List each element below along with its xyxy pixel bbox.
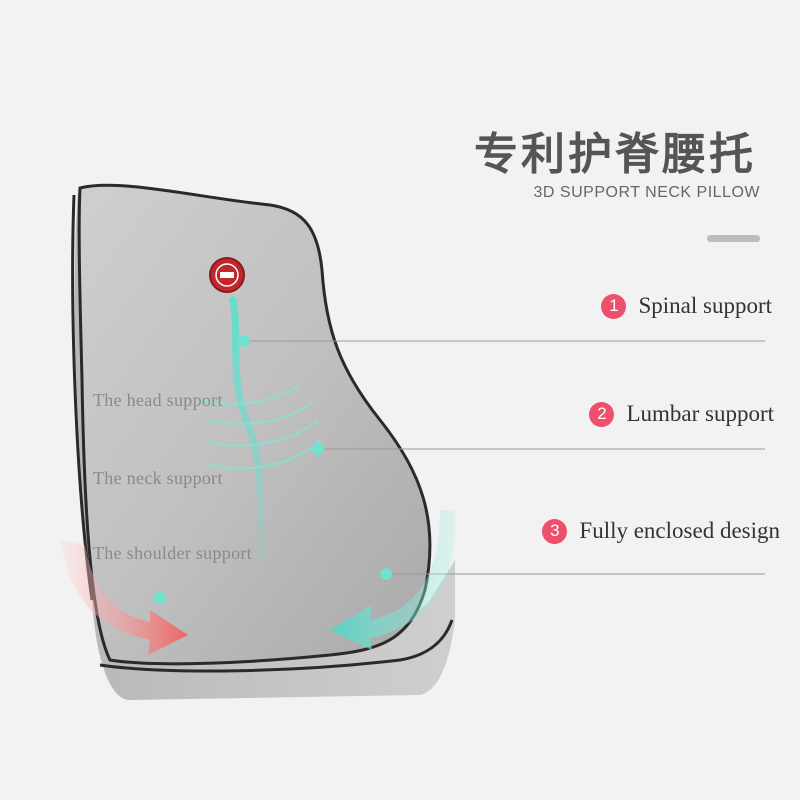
pillow-piping-bottom bbox=[99, 619, 454, 673]
spine-line bbox=[229, 296, 266, 564]
zone-head-support: The head support bbox=[93, 390, 223, 410]
feature-number-badge: 1 bbox=[601, 293, 627, 319]
product-title-cn: 专利护脊腰托 bbox=[474, 129, 756, 180]
pillow-body bbox=[77, 183, 432, 666]
support-arcs bbox=[199, 384, 321, 470]
feature-label: Spinal support bbox=[638, 293, 772, 318]
feature-label: Lumbar support bbox=[626, 401, 774, 426]
product-subtitle-en: 3D SUPPORT NECK PILLOW bbox=[533, 184, 760, 201]
callout-dot-4 bbox=[154, 592, 166, 604]
left-arrow-icon bbox=[60, 540, 188, 655]
callout-dot-2 bbox=[312, 443, 324, 455]
feature-lumbar-support: 2 Lumbar support bbox=[589, 401, 774, 427]
callout-dot-1 bbox=[238, 335, 250, 347]
title-divider-bar bbox=[707, 235, 760, 242]
feature-number-badge: 2 bbox=[589, 401, 615, 427]
brand-logo-icon bbox=[209, 257, 245, 293]
feature-label: Fully enclosed design bbox=[579, 518, 780, 543]
zone-neck-support: The neck support bbox=[93, 468, 223, 488]
right-arrow-icon bbox=[330, 510, 456, 650]
pillow-piping-left bbox=[71, 194, 94, 601]
feature-number-badge: 3 bbox=[542, 518, 568, 544]
zone-shoulder-support: The shoulder support bbox=[93, 543, 252, 563]
feature-spinal-support: 1 Spinal support bbox=[601, 293, 772, 319]
feature-fully-enclosed-design: 3 Fully enclosed design bbox=[542, 518, 780, 544]
callout-dot-3 bbox=[380, 568, 392, 580]
